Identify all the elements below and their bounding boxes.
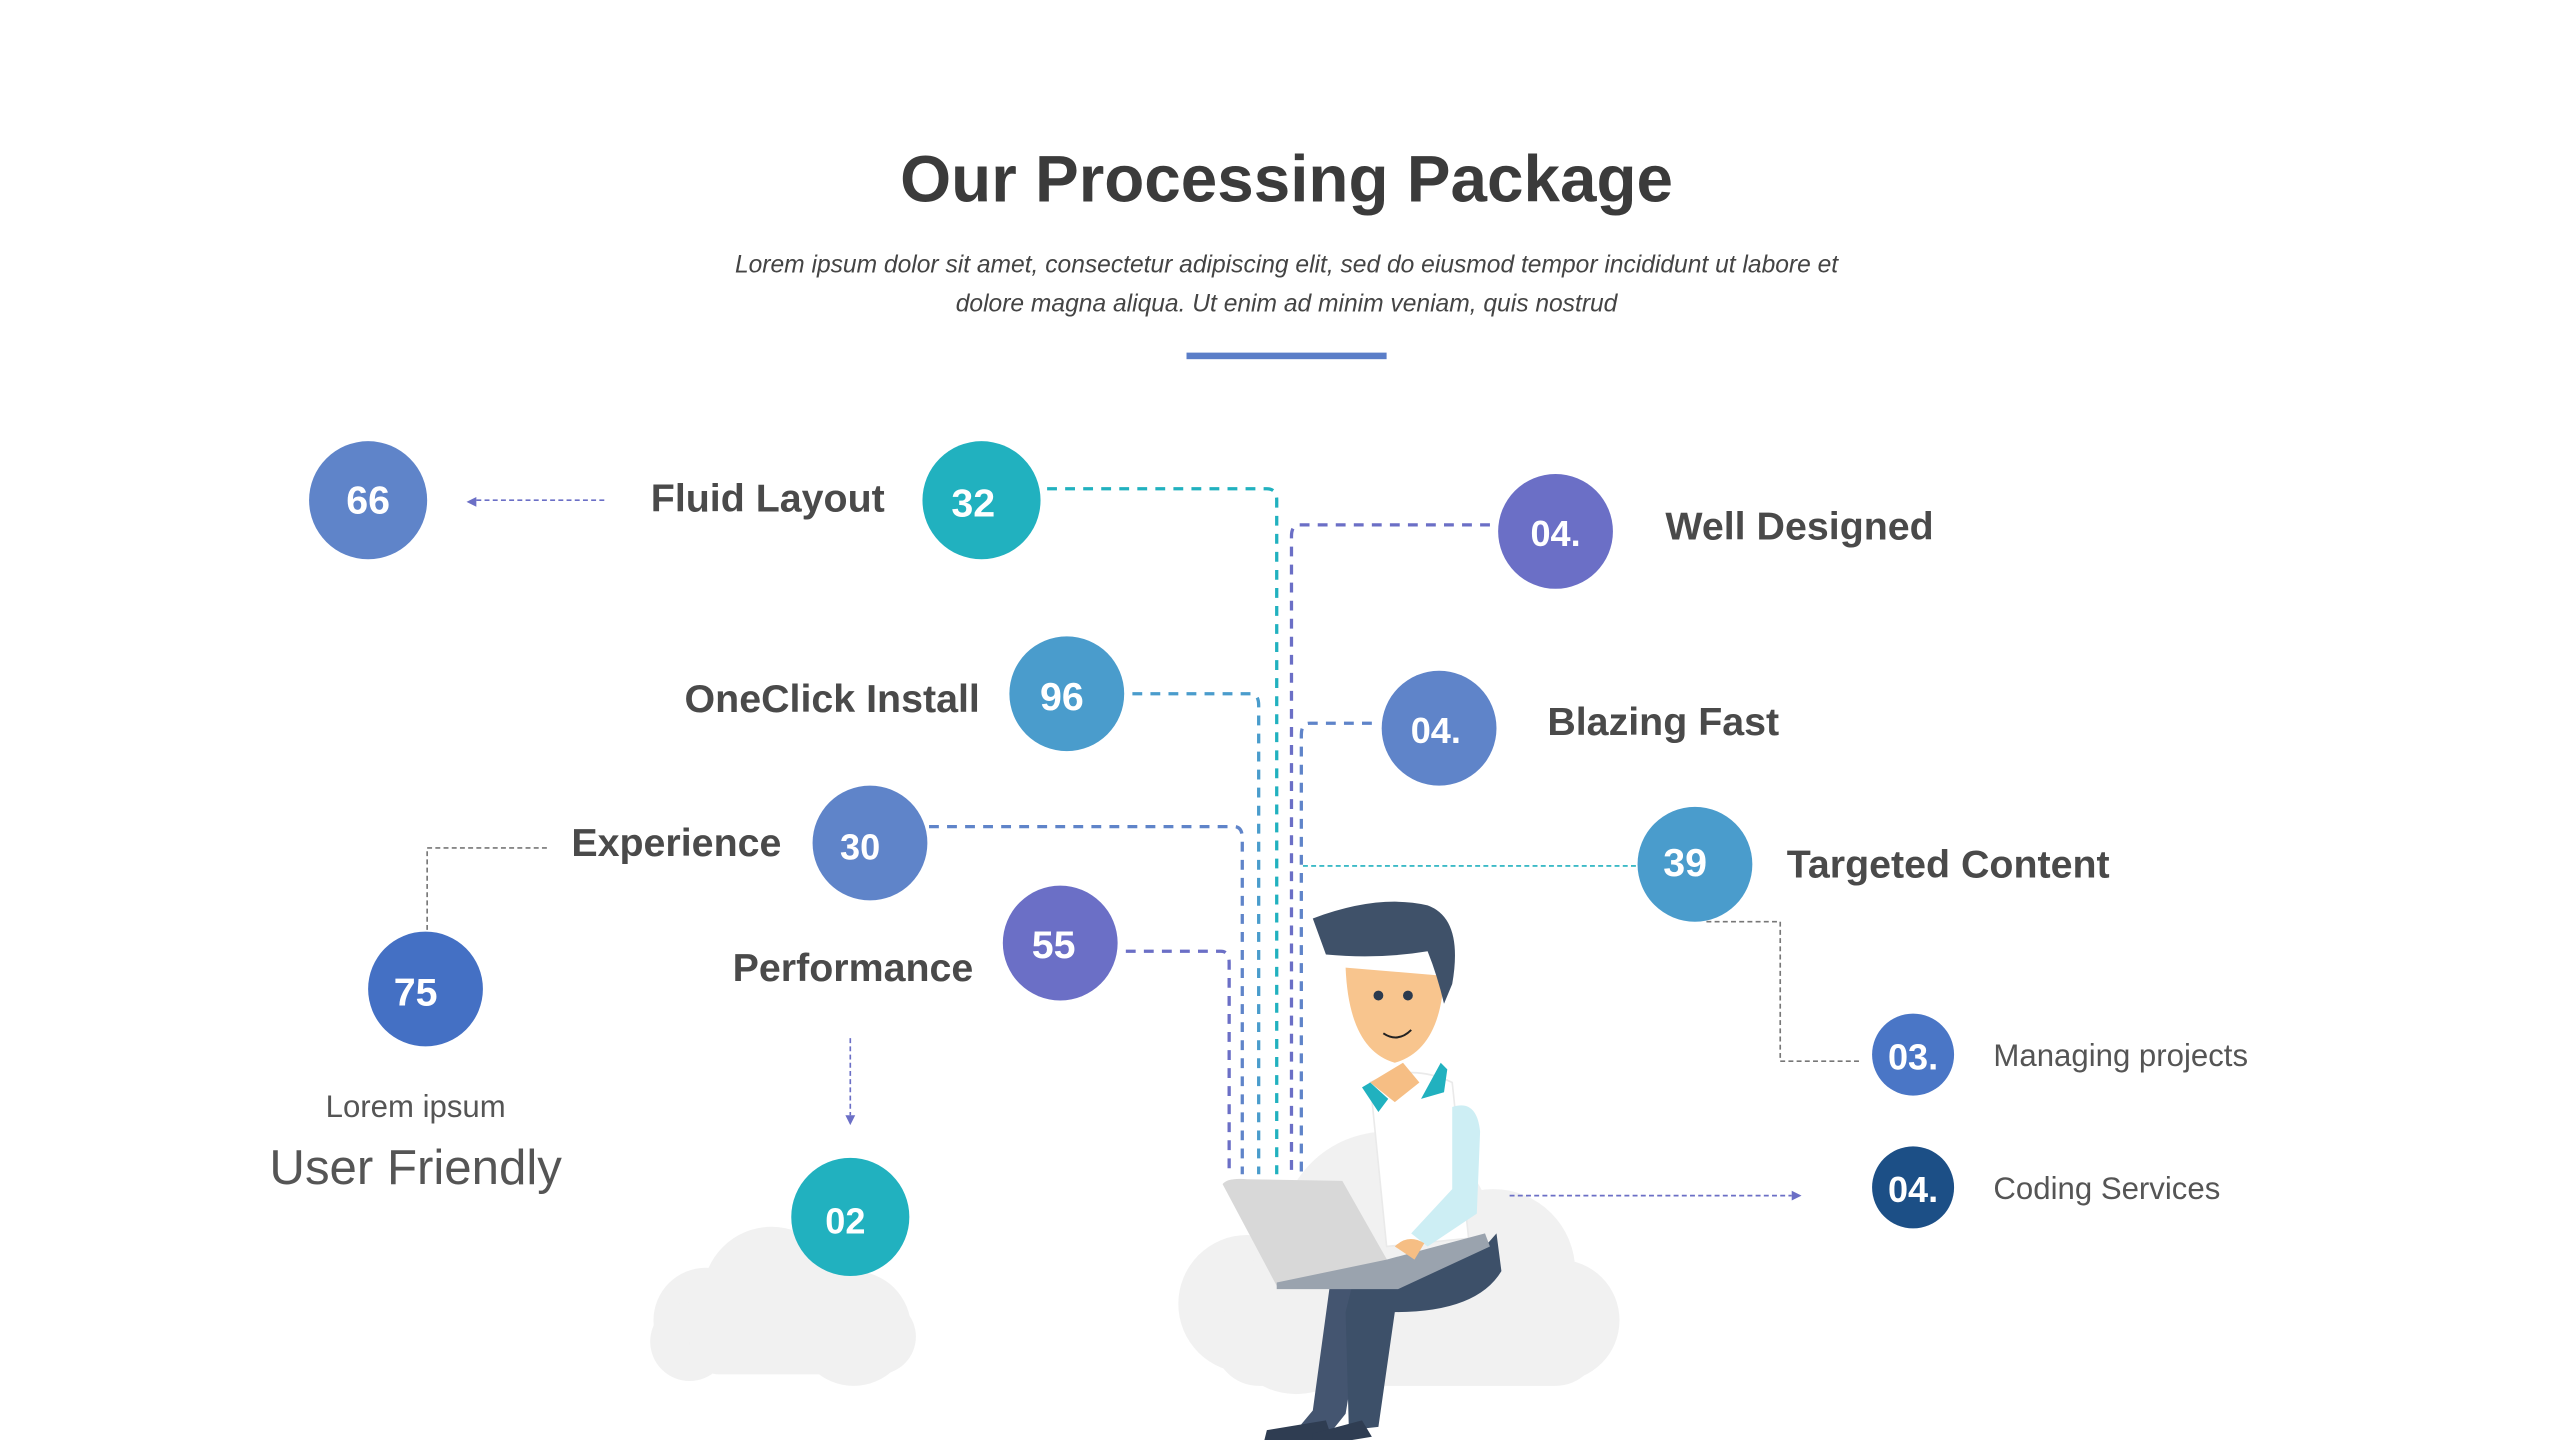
number-55: 55 xyxy=(1032,923,1076,967)
label-managing-projects: Managing projects xyxy=(1993,1038,2248,1073)
node-managing-projects: 03. Managing projects xyxy=(1872,1013,2248,1096)
number-66: 66 xyxy=(346,478,390,522)
cloud-left-icon xyxy=(650,1226,916,1386)
subtitle-line-2: dolore magna aliqua. Ut enim ad minim ve… xyxy=(956,291,1619,318)
title-underline xyxy=(1186,352,1387,360)
label-fluid-layout: Fluid Layout xyxy=(651,477,885,521)
number-30: 30 xyxy=(840,826,880,867)
label-experience: Experience xyxy=(571,821,781,865)
label-well-designed: Well Designed xyxy=(1665,505,1933,549)
node-performance: 55 Performance xyxy=(733,885,1118,1001)
label-blazing-fast: Blazing Fast xyxy=(1547,700,1779,744)
number-03: 03. xyxy=(1888,1036,1938,1077)
node-experience: 30 Experience xyxy=(571,785,928,901)
number-04-coding: 04. xyxy=(1888,1169,1938,1210)
node-user-friendly: 75 Lorem ipsum User Friendly xyxy=(269,931,562,1195)
number-02: 02 xyxy=(825,1200,865,1241)
caption-lorem-ipsum: Lorem ipsum xyxy=(326,1089,506,1124)
node-02: 02 xyxy=(791,1157,910,1276)
number-04-well: 04. xyxy=(1530,513,1580,554)
connectors xyxy=(426,487,1859,1201)
node-66: 66 xyxy=(309,441,428,560)
node-coding-services: 04. Coding Services xyxy=(1872,1146,2220,1229)
node-blazing-fast: 04. Blazing Fast xyxy=(1381,670,1779,786)
node-fluid-layout: 32 Fluid Layout xyxy=(651,441,1041,560)
label-coding-services: Coding Services xyxy=(1993,1171,2220,1206)
number-39: 39 xyxy=(1663,841,1707,885)
label-targeted-content: Targeted Content xyxy=(1787,842,2110,886)
node-oneclick-install: 96 OneClick Install xyxy=(685,636,1125,752)
man-with-laptop-illustration xyxy=(1222,901,1502,1440)
subtitle-line-1: Lorem ipsum dolor sit amet, consectetur … xyxy=(735,251,1839,278)
label-performance: Performance xyxy=(733,946,974,990)
number-04-blazing: 04. xyxy=(1411,710,1461,751)
number-75: 75 xyxy=(394,970,438,1014)
number-32: 32 xyxy=(951,482,995,526)
node-targeted-content: 39 Targeted Content xyxy=(1637,806,2110,922)
label-oneclick-install: OneClick Install xyxy=(685,677,980,721)
label-user-friendly: User Friendly xyxy=(269,1140,562,1195)
number-96: 96 xyxy=(1040,675,1084,719)
node-well-designed: 04. Well Designed xyxy=(1498,473,1934,589)
page-title: Our Processing Package xyxy=(900,143,1673,216)
